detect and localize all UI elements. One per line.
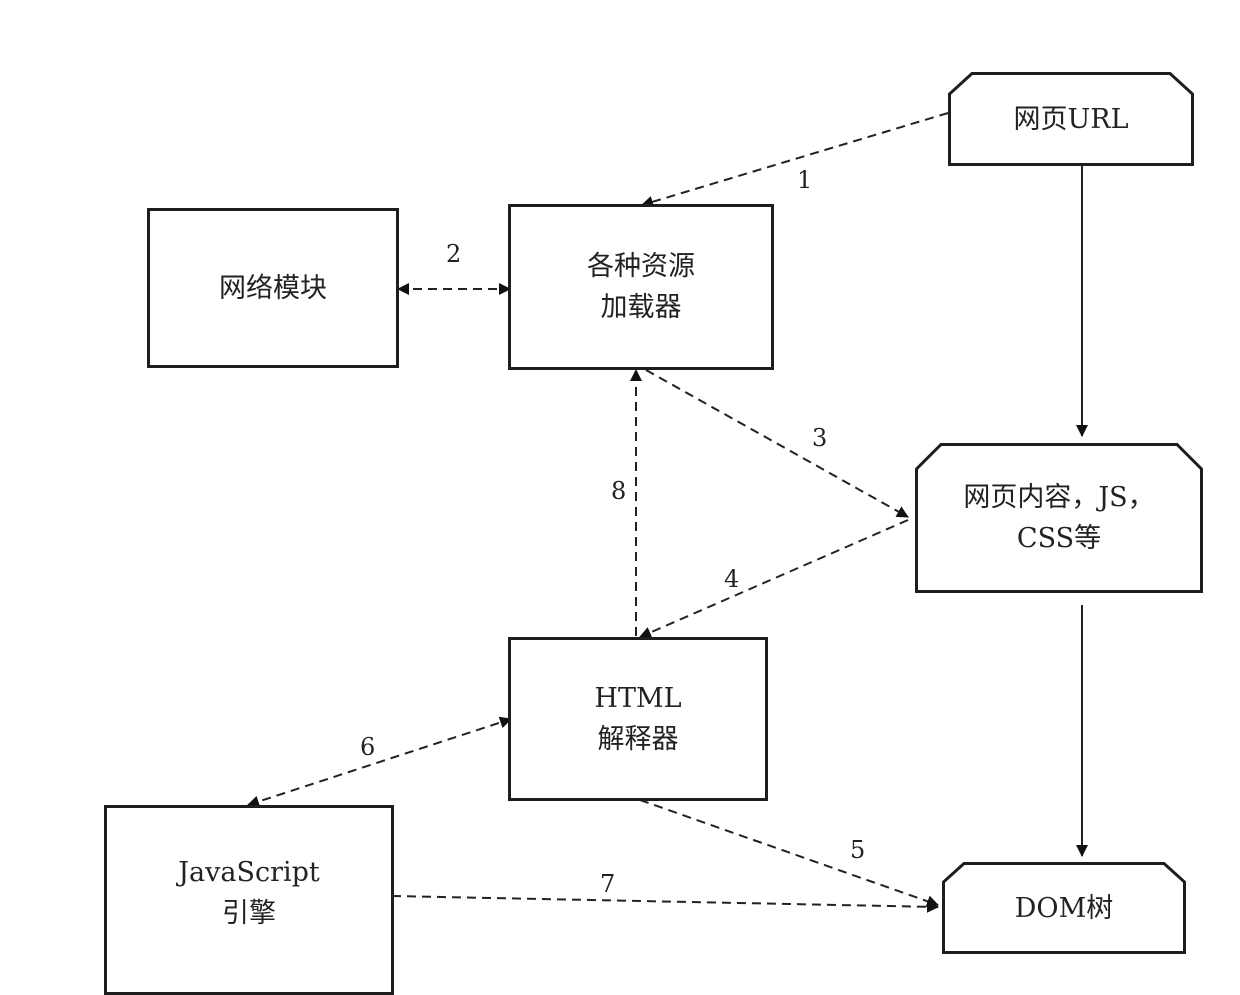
page-url-shape: [948, 72, 1194, 166]
edge-8-label: 8: [611, 477, 627, 505]
edge-1-label: 1: [797, 166, 813, 194]
javascript-engine-label-line2: 引擎: [222, 898, 276, 929]
page-content-label-line1: 网页内容，JS，: [963, 482, 1155, 513]
html-parser-label-line2: 解释器: [597, 724, 679, 755]
page-content-shape: [915, 443, 1203, 593]
resource-loader-label-line1: 各种资源: [587, 251, 695, 282]
edge-4-arrow: [639, 519, 909, 639]
network-module-label: 网络模块: [219, 272, 327, 304]
edge-3-label: 3: [812, 424, 828, 452]
resource-loader-label-line2: 加载器: [600, 292, 682, 323]
edge-7-label: 7: [600, 870, 616, 898]
html-parser-node: HTML 解释器: [508, 637, 768, 801]
edge-2-label: 2: [446, 240, 462, 268]
html-parser-label-line1: HTML: [594, 683, 682, 714]
page-content-node: 网页内容，JS， CSS等: [915, 443, 1203, 593]
dom-tree-shape: [942, 862, 1186, 954]
javascript-engine-node: JavaScript 引擎: [104, 805, 394, 995]
edge-6-label: 6: [360, 733, 376, 761]
network-module-node: 网络模块: [147, 208, 399, 368]
edge-4-label: 4: [724, 565, 740, 593]
edge-5-label: 5: [850, 836, 866, 864]
edge-3-arrow: [645, 369, 909, 518]
edge-5-arrow: [639, 799, 939, 908]
edge-6-arrow: [247, 716, 512, 808]
javascript-engine-label-line1: JavaScript: [178, 857, 320, 888]
edge-7-arrow: [391, 895, 939, 913]
page-url-node: 网页URL: [948, 72, 1194, 166]
dom-tree-label: DOM树: [1014, 892, 1114, 924]
page-content-label-line2: CSS等: [1016, 523, 1102, 554]
edge-1-arrow: [641, 112, 949, 208]
dom-tree-node: DOM树: [942, 862, 1186, 954]
resource-loader-node: 各种资源 加载器: [508, 204, 774, 370]
page-url-label: 网页URL: [1013, 103, 1129, 135]
